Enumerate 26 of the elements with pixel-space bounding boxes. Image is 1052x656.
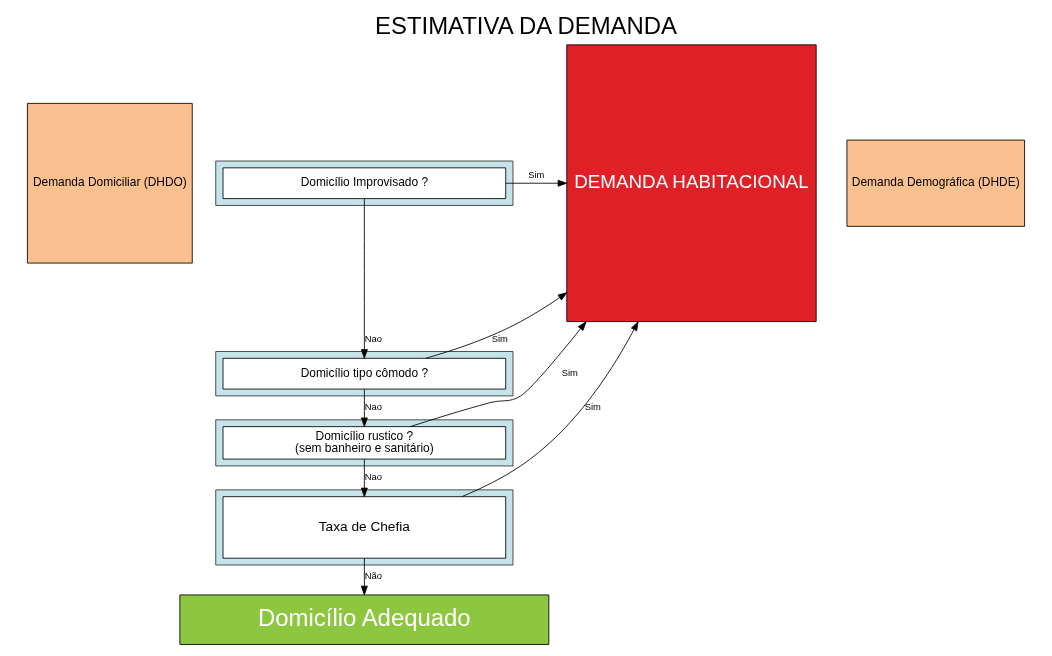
node-box: Domicílio Improvisado ? (222, 167, 507, 200)
arrow (461, 321, 639, 497)
arrow (360, 557, 368, 596)
arrow (360, 198, 368, 359)
edge-label: Sim (584, 401, 601, 413)
edge-label: Nao (364, 332, 382, 344)
arrow (360, 388, 368, 427)
edge-label: Sim (491, 332, 508, 344)
node-box: DEMANDA HABITACIONAL (566, 44, 817, 322)
edge-label: Não (364, 570, 382, 582)
edge-label: Sim (561, 367, 578, 379)
arrow (505, 179, 568, 187)
node-box: Demanda Demográfica (DHDE) (846, 139, 1025, 227)
node-box: Demanda Domiciliar (DHDO) (27, 102, 193, 264)
diagram-title: ESTIMATIVA DA DEMANDA (375, 12, 677, 40)
cluster (215, 160, 514, 206)
edge-label: Nao (364, 401, 382, 413)
arrow (409, 321, 587, 428)
node-box: Domicílio tipo cômodo ? (222, 357, 507, 390)
node-box: Domicílio rustico ? (sem banheiro e sanitário) (222, 426, 507, 460)
arrow (425, 292, 568, 359)
node-box: Domicílio Adequado (179, 594, 550, 645)
edge-label: Sim (528, 168, 545, 180)
edge-label: Nao (364, 471, 382, 483)
node-box: Taxa de Chefia (222, 496, 507, 559)
arrow (360, 458, 368, 498)
